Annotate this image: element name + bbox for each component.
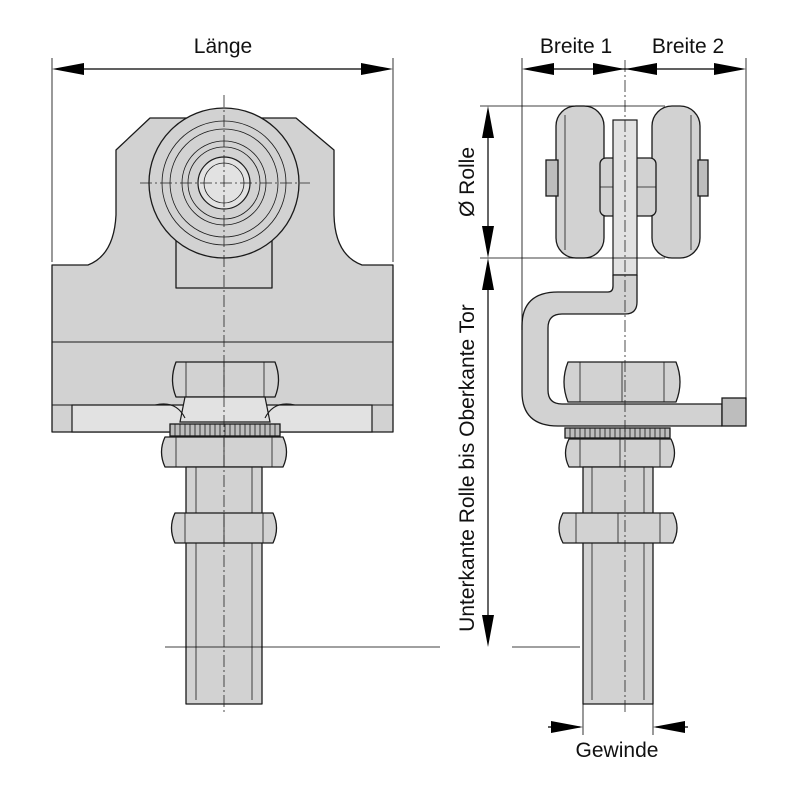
- label-length: Länge: [194, 35, 252, 58]
- label-width1: Breite 1: [540, 35, 612, 58]
- dimension-length: [51, 58, 394, 262]
- label-height: Unterkante Rolle bis Oberkante Tor: [456, 304, 479, 632]
- side-wheel-right: [651, 105, 701, 259]
- dimension-height: [165, 258, 580, 648]
- side-bracket: [521, 274, 723, 427]
- front-view: [51, 95, 394, 712]
- label-roller-diameter: Ø Rolle: [456, 147, 479, 217]
- dimension-thread: [548, 704, 688, 735]
- label-width2: Breite 2: [652, 35, 724, 58]
- side-stud: [582, 466, 654, 705]
- dimension-widths: [521, 58, 747, 400]
- side-view: [521, 60, 747, 712]
- side-wheel-left: [555, 105, 605, 259]
- front-top-nut: [171, 361, 280, 398]
- dimension-roller-diameter: [480, 105, 665, 259]
- label-thread: Gewinde: [576, 739, 659, 762]
